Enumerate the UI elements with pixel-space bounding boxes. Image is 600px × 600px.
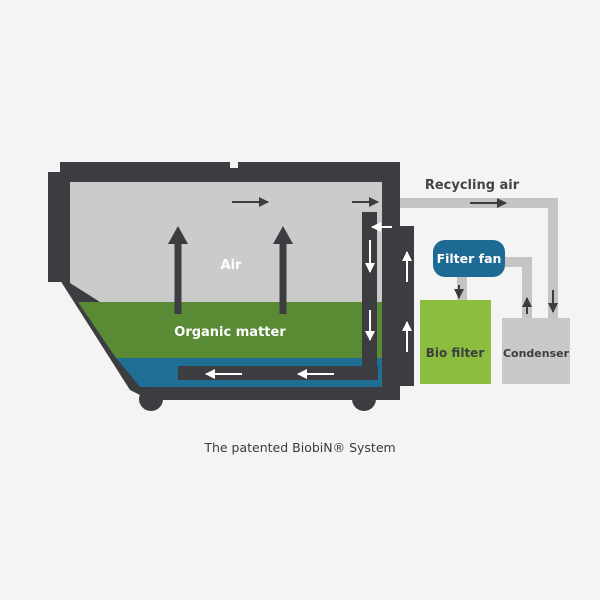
organic-matter-layer: [78, 302, 382, 358]
filter-fan-box: [433, 240, 505, 277]
air-space: [70, 182, 382, 302]
diagram-caption: The patented BiobiN® System: [204, 440, 396, 455]
riser-wall: [383, 212, 393, 372]
condenser-label: Condenser: [503, 347, 570, 360]
organic-matter-label: Organic matter: [174, 325, 286, 340]
recycling-air-label: Recycling air: [425, 178, 520, 193]
filter-fan-label: Filter fan: [437, 251, 502, 266]
bio-filter-label: Bio filter: [426, 346, 485, 360]
flow-arrow-icon: [168, 226, 188, 244]
recycling-air-pipe: [358, 198, 558, 318]
flow-arrows: [168, 197, 558, 379]
bio-filter-box: [420, 300, 491, 384]
wheel-icon: [352, 387, 376, 411]
diagram-labels: Air Organic matter Recycling air Filter …: [174, 178, 569, 360]
flow-arrow-icon: [273, 226, 293, 244]
bottom-drain-channel: [178, 366, 378, 380]
inner-vertical-channel: [362, 212, 377, 372]
outer-riser-channel: [400, 226, 414, 386]
fan-to-condenser-pipe: [505, 257, 532, 318]
air-label: Air: [221, 258, 243, 273]
wheel-icon: [139, 387, 163, 411]
condenser-box: [502, 318, 570, 384]
tank-left-rib: [48, 172, 64, 282]
equipment: [420, 240, 570, 384]
